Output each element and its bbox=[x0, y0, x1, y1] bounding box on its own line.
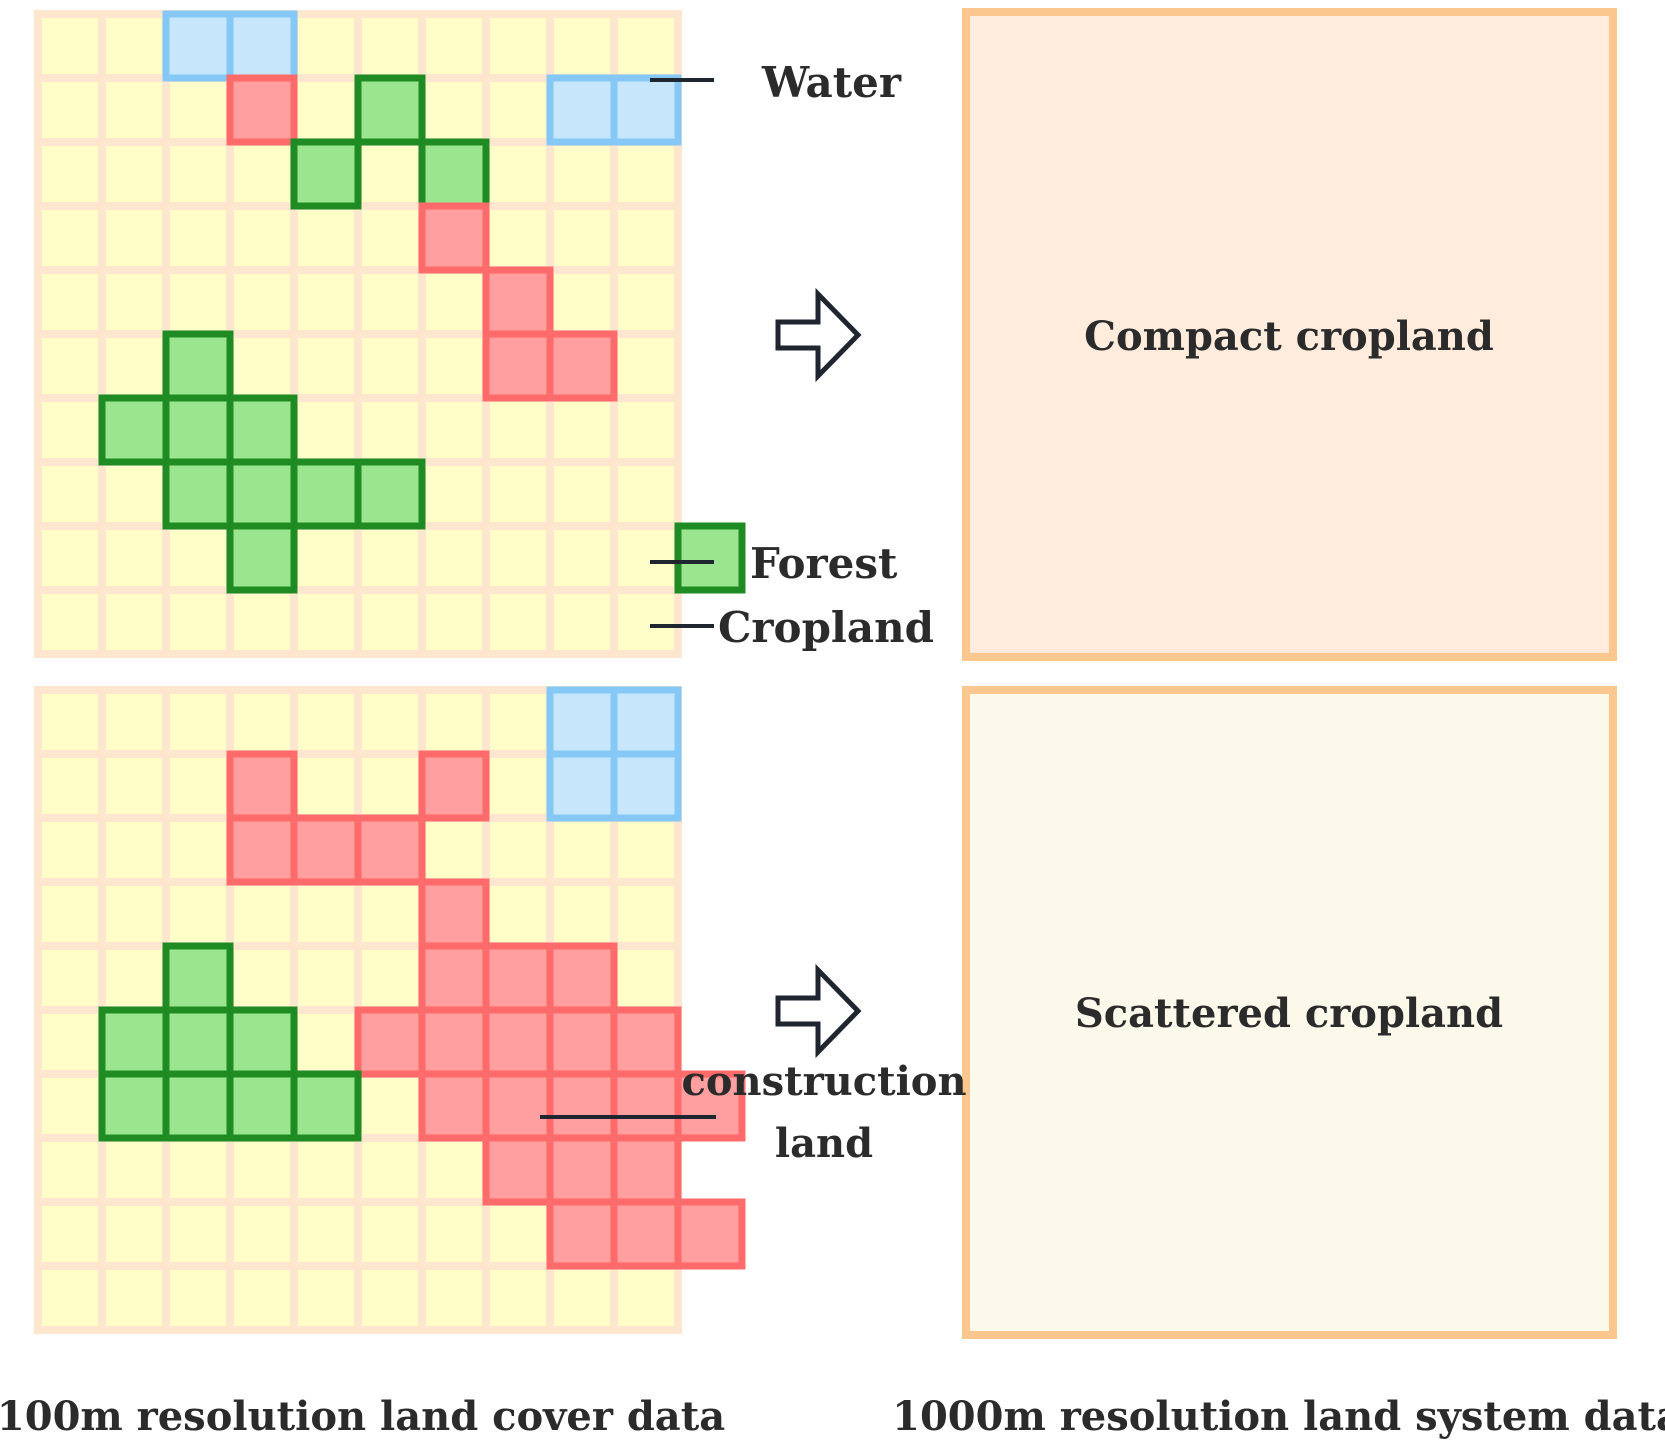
construction-land-cell bbox=[546, 330, 618, 402]
water-cell bbox=[610, 686, 682, 758]
construction-land-cell bbox=[546, 1006, 618, 1078]
construction-land-cell bbox=[482, 330, 554, 402]
scattered-cropland-cell bbox=[962, 686, 1617, 1339]
water-cell bbox=[226, 10, 298, 82]
construction-land-cell bbox=[610, 1198, 682, 1270]
construction-land-cell bbox=[418, 1070, 490, 1142]
forest-cell bbox=[226, 522, 298, 594]
construction-land-cell bbox=[226, 750, 298, 822]
forest-cell bbox=[162, 458, 234, 530]
right-arrow-icon bbox=[775, 963, 862, 1059]
forest-cell bbox=[226, 458, 298, 530]
caption-land-system: 1000m resolution land system data bbox=[892, 1393, 1665, 1440]
water-cell bbox=[610, 74, 682, 146]
construction-land-cell bbox=[226, 74, 298, 146]
construction-land-cell bbox=[674, 1070, 746, 1142]
forest-cell bbox=[290, 1070, 362, 1142]
water-cell bbox=[546, 74, 618, 146]
compact-cropland-cell bbox=[962, 8, 1617, 661]
forest-cell bbox=[354, 458, 426, 530]
right-arrow-icon bbox=[775, 287, 862, 383]
forest-cell bbox=[226, 394, 298, 466]
construction-land-cell bbox=[354, 1006, 426, 1078]
construction-land-cell bbox=[418, 942, 490, 1014]
compact-cropland-label: Compact cropland bbox=[1084, 313, 1494, 360]
forest-cell bbox=[162, 1006, 234, 1078]
construction-land-cell bbox=[546, 1070, 618, 1142]
construction-land-cell bbox=[546, 942, 618, 1014]
construction-land-cell bbox=[546, 1134, 618, 1206]
construction-land-cell bbox=[610, 1134, 682, 1206]
construction-land-cell bbox=[418, 1006, 490, 1078]
construction-land-cell bbox=[290, 814, 362, 886]
forest-cell bbox=[98, 1006, 170, 1078]
construction-land-cell bbox=[674, 1198, 746, 1270]
water-cell bbox=[610, 750, 682, 822]
construction-land-cell bbox=[482, 1134, 554, 1206]
construction-land-cell bbox=[418, 750, 490, 822]
forest-cell bbox=[290, 138, 362, 210]
water-cell bbox=[546, 686, 618, 758]
scattered-cropland-label: Scattered cropland bbox=[1075, 990, 1503, 1037]
forest-cell bbox=[418, 138, 490, 210]
forest-cell bbox=[226, 1070, 298, 1142]
forest-cell bbox=[354, 74, 426, 146]
construction-land-label-line2: land bbox=[775, 1120, 873, 1167]
construction-land-cell bbox=[610, 1070, 682, 1142]
forest-cell bbox=[162, 942, 234, 1014]
forest-cell bbox=[98, 1070, 170, 1142]
water-label: Water bbox=[761, 58, 902, 107]
water-cell bbox=[546, 750, 618, 822]
forest-cell bbox=[674, 522, 746, 594]
forest-label: Forest bbox=[750, 539, 898, 588]
land-cover-grid-bottom bbox=[34, 686, 746, 1334]
construction-land-cell bbox=[418, 202, 490, 274]
construction-land-cell bbox=[418, 878, 490, 950]
construction-land-cell bbox=[226, 814, 298, 886]
construction-land-cell bbox=[610, 1006, 682, 1078]
construction-land-cell bbox=[482, 1006, 554, 1078]
construction-land-label-line1: construction bbox=[681, 1058, 966, 1105]
construction-land-cell bbox=[482, 942, 554, 1014]
construction-land-cell bbox=[482, 266, 554, 338]
construction-land-cell bbox=[354, 814, 426, 886]
forest-cell bbox=[226, 1006, 298, 1078]
construction-land-cell bbox=[546, 1198, 618, 1270]
cropland-label: Cropland bbox=[718, 603, 934, 652]
land-cover-grid-top bbox=[34, 10, 746, 658]
caption-land-cover: 100m resolution land cover data bbox=[0, 1393, 725, 1440]
forest-cell bbox=[162, 1070, 234, 1142]
forest-cell bbox=[162, 330, 234, 402]
forest-cell bbox=[290, 458, 362, 530]
construction-land-cell bbox=[482, 1070, 554, 1142]
forest-cell bbox=[162, 394, 234, 466]
forest-cell bbox=[98, 394, 170, 466]
water-cell bbox=[162, 10, 234, 82]
